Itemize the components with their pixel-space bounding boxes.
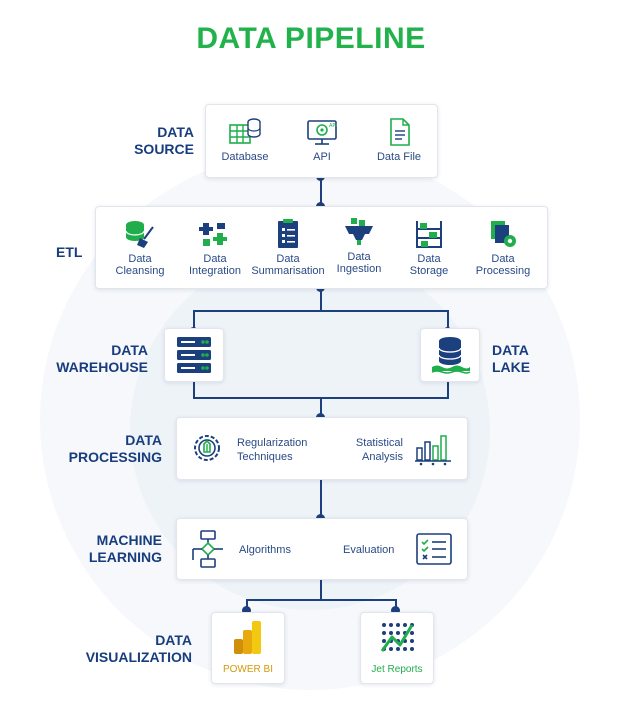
connector-storage-right-up — [447, 378, 449, 398]
ingestion-icon — [345, 218, 373, 245]
processing-icon — [491, 221, 516, 247]
connector-dot — [242, 606, 251, 615]
jet-reports-label: Jet Reports — [371, 664, 423, 675]
connector-viz-right — [395, 599, 397, 611]
integration-icon — [199, 223, 227, 246]
power-bi-icon — [234, 621, 261, 654]
etl-item-processing: Data Processing — [466, 219, 540, 277]
connector-storage-right-down — [447, 310, 449, 332]
ml-item-evaluation: Evaluation — [343, 544, 395, 556]
source-item-api: API API — [292, 117, 352, 163]
connector-dot — [391, 606, 400, 615]
page-title: DATA PIPELINE — [196, 22, 426, 55]
stage-label-data-source: DATA SOURCE — [134, 124, 194, 157]
stage-label-data-processing: DATA PROCESSING — [68, 432, 162, 465]
api-icon: API — [307, 120, 337, 145]
source-item-label: API — [313, 151, 331, 163]
connector-viz-left — [246, 599, 248, 611]
connector-source-etl — [320, 176, 322, 206]
connector-etl-storage — [320, 287, 322, 311]
power-bi-label: POWER BI — [222, 664, 273, 675]
stage-label-machine-learning: MACHINE LEARNING — [88, 532, 162, 565]
connector-storage-left-down — [193, 310, 195, 332]
checklist-icon — [416, 533, 452, 565]
data-processing-box: Regularization Techniques Statistical An… — [176, 417, 468, 480]
connector-storage-processing — [320, 397, 322, 417]
source-item-label: Data File — [376, 151, 422, 163]
etl-item-label: Data Cleansing — [115, 253, 165, 277]
etl-item-storage: Data Storage — [394, 219, 464, 277]
etl-item-cleansing: Data Cleansing — [102, 219, 178, 277]
etl-item-summarisation: Data Summarisation — [248, 219, 328, 277]
jet-reports-icon — [380, 623, 414, 652]
source-item-label: Database — [221, 151, 269, 163]
jet-reports-box: Jet Reports — [360, 612, 434, 684]
etl-item-label: Data Summarisation — [251, 253, 325, 277]
storage-icon — [416, 221, 442, 248]
etl-item-ingestion: Data Ingestion — [324, 217, 394, 275]
power-bi-box: POWER BI — [211, 612, 285, 684]
stage-label-data-lake: DATA LAKE — [492, 342, 531, 375]
data-source-box: Database API API Data File — [205, 104, 438, 178]
machine-learning-box: Algorithms Evaluation — [176, 518, 468, 580]
etl-box: Data Cleansing Data Integration Data Sum… — [95, 206, 548, 289]
database-icon — [229, 118, 261, 144]
flowchart-icon — [192, 530, 223, 568]
bar-chart-icon — [415, 435, 451, 466]
stage-label-data-warehouse: DATA WAREHOUSE — [56, 342, 148, 375]
etl-item-label: Data Storage — [409, 253, 449, 277]
etl-item-integration: Data Integration — [178, 219, 252, 277]
etl-item-label: Data Processing — [475, 253, 531, 277]
gear-brain-icon — [194, 435, 220, 461]
data-lake-icon — [431, 337, 470, 374]
processing-item-statistical: Statistical Analysis — [355, 437, 403, 463]
connector-ml-viz — [320, 578, 322, 600]
cleansing-icon — [125, 221, 154, 248]
processing-item-regularization: Regularization Techniques — [237, 437, 308, 463]
data-warehouse-box — [164, 328, 224, 382]
connector-viz-top — [246, 599, 397, 601]
connector-storage-top — [193, 310, 449, 312]
connector-storage-left-up — [193, 378, 195, 398]
data-lake-box — [420, 328, 480, 382]
etl-item-label: Data Ingestion — [336, 251, 382, 275]
summarisation-icon — [278, 219, 298, 248]
stage-label-etl: ETL — [56, 244, 83, 260]
source-item-database: Database — [212, 117, 278, 163]
server-rack-icon — [177, 337, 211, 373]
stage-label-data-visualization: DATA VISUALIZATION — [85, 632, 192, 665]
etl-item-label: Data Integration — [189, 253, 241, 277]
data-file-icon — [390, 118, 410, 146]
ml-item-algorithms: Algorithms — [239, 544, 291, 556]
source-item-data-file: Data File — [366, 117, 432, 163]
connector-processing-ml — [320, 478, 322, 518]
svg-text:API: API — [329, 123, 337, 129]
